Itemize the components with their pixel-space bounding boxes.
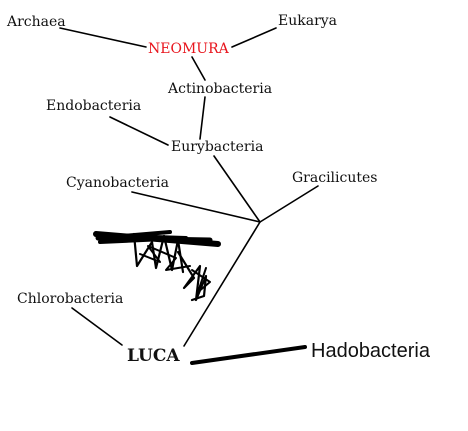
- branch-luca-hadobacteria: [190, 345, 307, 365]
- branch-neomura-actinobacteria: [191, 56, 206, 81]
- branch-gracilicutes-junction: [259, 185, 319, 223]
- node-chlorobacteria: Chlorobacteria: [17, 291, 124, 307]
- branch-eurybacteria-junction: [213, 155, 261, 223]
- node-archaea: Archaea: [7, 14, 66, 30]
- node-eurybacteria: Eurybacteria: [171, 139, 264, 155]
- node-cyanobacteria: Cyanobacteria: [66, 175, 169, 191]
- branch-archaea-neomura: [59, 27, 147, 48]
- node-eukarya: Eukarya: [278, 13, 338, 29]
- branch-junction-luca: [183, 221, 261, 347]
- node-endobacteria: Endobacteria: [46, 98, 142, 114]
- node-actinobacteria: Actinobacteria: [168, 81, 273, 97]
- node-hadobacteria: Hadobacteria: [311, 340, 430, 362]
- branch-endobacteria-eurybacteria: [109, 116, 169, 146]
- node-luca: LUCA: [127, 346, 180, 366]
- branch-actinobacteria-eurybacteria: [199, 96, 206, 140]
- branch-chlorobacteria-luca: [71, 307, 123, 346]
- branch-eukarya-neomura: [231, 27, 277, 48]
- scribble-mark: [93, 230, 221, 302]
- node-gracilicutes: Gracilicutes: [292, 170, 378, 186]
- node-neomura: NEOMURA: [148, 41, 229, 57]
- branch-cyanobacteria-junction: [131, 191, 261, 223]
